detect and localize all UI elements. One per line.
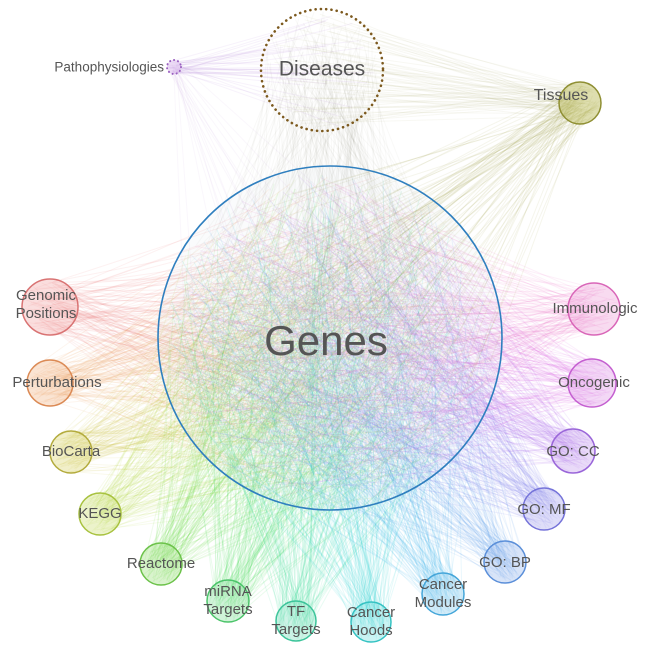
label-genomic_positions-line1: Genomic: [16, 287, 77, 304]
edge-bundle-genes-oncogenic: [170, 179, 615, 498]
edge-bundle-diseases-genes: [162, 11, 478, 503]
edge-bundle-genes-reactome: [141, 174, 469, 583]
label-go_mf: GO: MF: [517, 501, 570, 518]
node-oncogenic[interactable]: [567, 358, 617, 408]
node-tf_targets[interactable]: [275, 600, 317, 642]
label-genomic_positions-line2: Positions: [16, 305, 77, 322]
label-genes: Genes: [264, 317, 388, 364]
label-kegg: KEGG: [78, 505, 121, 522]
edge-bundle-genes-cancer_hoods: [170, 180, 484, 640]
label-diseases: Diseases: [279, 58, 365, 81]
edge-bundle-genes-immunologic: [170, 177, 620, 479]
node-go_mf[interactable]: [522, 487, 566, 531]
node-labels: Genes Diseases PathophysiologiesTissuesGen…: [12, 58, 638, 639]
edge-bundle-pathophysiologies-genes: [168, 60, 448, 496]
node-genes[interactable]: [157, 165, 503, 511]
label-immunologic: Immunologic: [552, 300, 638, 317]
label-tissues: Tissues: [534, 87, 589, 104]
label-mirna_targets-line2: Targets: [203, 601, 252, 618]
label-mirna_targets-line1: miRNA: [204, 583, 252, 600]
edge-bundle-genes-cancer_modules: [171, 175, 492, 614]
label-cancer_modules-line1: Cancer: [419, 576, 467, 593]
node-genomic_positions[interactable]: [21, 278, 79, 336]
edge-bundle-genes-kegg: [81, 179, 482, 533]
edge-bundle-genes-tissues: [183, 84, 601, 498]
label-tf_targets-line1: TF: [287, 603, 305, 620]
edge-bundle-genes-go_mf: [175, 179, 563, 529]
edge-bundle-genes-genomic_positions: [25, 177, 491, 493]
node-biocarta[interactable]: [49, 430, 93, 474]
node-go_cc[interactable]: [550, 428, 596, 474]
label-cancer_modules-line2: Modules: [415, 594, 472, 611]
label-pathophysiologies: Pathophysiologies: [54, 60, 164, 75]
node-mirna_targets[interactable]: [206, 579, 250, 623]
edge-bundle-genes-go_bp: [167, 184, 524, 582]
node-tissues[interactable]: [558, 81, 602, 125]
node-reactome[interactable]: [139, 542, 183, 586]
node-pathophysiologies[interactable]: [166, 59, 182, 75]
nodes: [21, 7, 621, 643]
node-cancer_modules[interactable]: [421, 572, 465, 616]
label-biocarta: BioCarta: [42, 443, 101, 460]
edge-bundle-genes-biocarta: [50, 183, 494, 491]
label-go_cc: GO: CC: [546, 443, 600, 460]
edge-bundle-genes-mirna_targets: [177, 186, 470, 621]
label-tf_targets-line2: Targets: [271, 621, 320, 638]
edge-bundle-genes-go_cc: [168, 174, 594, 491]
node-diseases[interactable]: [259, 7, 385, 133]
edge-bundle-genes-tf_targets: [171, 188, 488, 640]
node-immunologic[interactable]: [567, 282, 621, 336]
node-cancer_hoods[interactable]: [350, 601, 392, 643]
label-cancer_hoods-line1: Cancer: [347, 604, 395, 621]
label-reactome: Reactome: [127, 555, 195, 572]
node-kegg[interactable]: [78, 492, 122, 536]
label-perturbations: Perturbations: [12, 374, 101, 391]
node-perturbations[interactable]: [26, 359, 74, 407]
label-oncogenic: Oncogenic: [558, 374, 630, 391]
node-go_bp[interactable]: [483, 540, 527, 584]
edge-bundle-diseases-tissues: [271, 13, 597, 128]
label-go_bp: GO: BP: [479, 554, 531, 571]
edge-bundle-diseases-pathophysiologies: [167, 15, 375, 127]
label-cancer_hoods-line2: Hoods: [349, 622, 392, 639]
